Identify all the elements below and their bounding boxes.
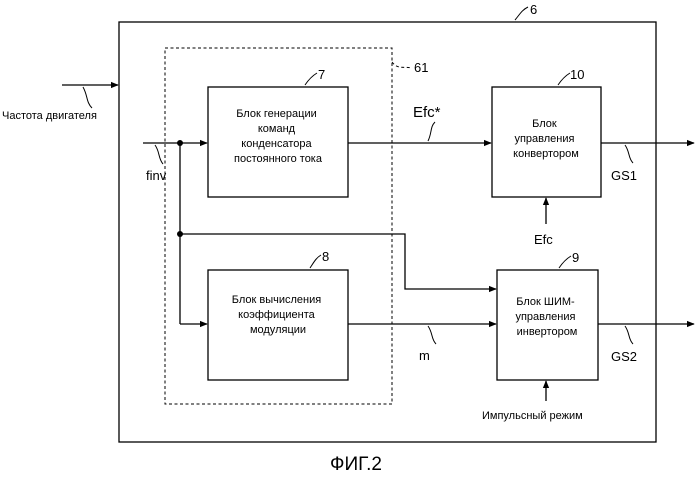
efc-label: Efc [534,232,553,247]
block-8-ref: 8 [322,249,329,264]
gs1-label: GS1 [611,168,637,183]
block-9-ref: 9 [572,250,579,265]
finv-label: finv [146,168,167,183]
pulse-mode-label: Импульсный режим [482,410,583,422]
gs2-label: GS2 [611,349,637,364]
outer-block-ref-leader [515,7,528,20]
m-label: m [419,348,430,363]
block-9-label: Блок ШИМ- управления инвертором [515,296,578,338]
block-9 [497,270,598,380]
efc-star-label: Efc* [413,104,441,121]
block-10-ref: 10 [570,67,584,82]
group-ref: 61 [414,60,428,75]
motor-frequency-label: Частота двигателя [2,110,97,122]
outer-block-ref: 6 [530,2,537,17]
block-7-ref: 7 [318,67,325,82]
figure-caption: ФИГ.2 [330,454,382,475]
motor-frequency-leader [83,87,92,108]
